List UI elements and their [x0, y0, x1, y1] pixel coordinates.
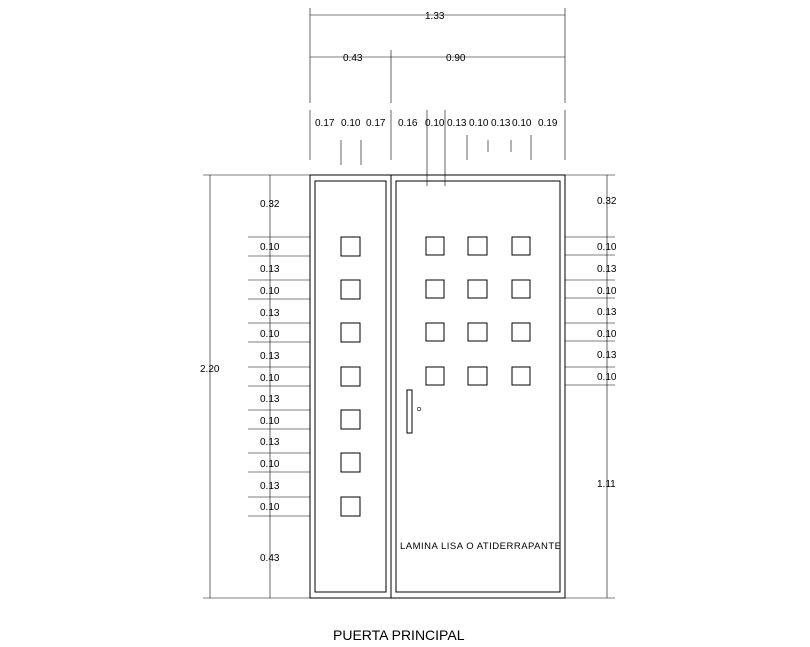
- dim-seg-4: 0.16: [398, 118, 418, 129]
- main-door-outer: [390, 174, 566, 599]
- dim-left-1: 0.32: [260, 199, 280, 210]
- window-square: [511, 322, 531, 342]
- drawing-title: PUERTA PRINCIPAL: [333, 627, 465, 643]
- window-square: [467, 322, 488, 342]
- window-square: [467, 366, 488, 386]
- door-handle: [406, 389, 422, 434]
- left-panel-windows: [340, 236, 361, 517]
- dim-seg-1: 0.17: [315, 118, 335, 129]
- main-door-windows: [425, 236, 531, 386]
- dim-left-7: 0.13: [260, 351, 280, 362]
- window-square: [340, 452, 361, 473]
- left-dimensions: 2.20 0.32 0.10 0.13 0.10 0.13 0.10 0.13 …: [200, 174, 310, 599]
- window-square: [340, 236, 361, 257]
- dim-seg-7: 0.10: [469, 118, 489, 129]
- dim-right-5: 0.13: [597, 307, 617, 318]
- dim-right-4: 0.10: [597, 286, 617, 297]
- handle-bar: [406, 389, 413, 434]
- dim-seg-2: 0.10: [341, 118, 361, 129]
- left-panel-inner: [314, 180, 387, 593]
- dim-seg-9: 0.10: [512, 118, 532, 129]
- main-door-inner: [395, 180, 561, 593]
- window-square: [425, 279, 445, 299]
- dim-right-1: 0.32: [597, 196, 617, 207]
- dim-right-9: 1.11: [597, 479, 616, 490]
- dim-right-8: 0.10: [597, 372, 617, 383]
- window-square: [340, 366, 361, 387]
- window-square: [425, 236, 445, 256]
- dim-seg-8: 0.13: [491, 118, 511, 129]
- dim-total-height: 2.20: [200, 364, 220, 375]
- window-square: [340, 496, 361, 517]
- dim-left-10: 0.10: [260, 416, 280, 427]
- dim-right-7: 0.13: [597, 350, 617, 361]
- dim-left-8: 0.10: [260, 373, 280, 384]
- window-square: [467, 279, 488, 299]
- top-dimensions: 1.33 0.43 0.90 0.17 0.10 0.17 0.16 0.10 …: [309, 8, 566, 186]
- window-square: [340, 322, 361, 343]
- dim-left-12: 0.10: [260, 459, 280, 470]
- dim-total-width: 1.33: [425, 11, 445, 22]
- right-dimensions: 0.32 0.10 0.13 0.10 0.13 0.10 0.13 0.10 …: [565, 174, 617, 599]
- dim-right-6: 0.10: [597, 329, 617, 340]
- dim-seg-6: 0.13: [447, 118, 467, 129]
- dim-left-5: 0.13: [260, 308, 280, 319]
- door-frames: [309, 174, 566, 599]
- window-square: [340, 279, 361, 300]
- dim-left-3: 0.13: [260, 264, 280, 275]
- dim-right-panel-width: 0.90: [446, 53, 466, 64]
- dim-left-panel-width: 0.43: [343, 53, 363, 64]
- dim-right-2: 0.10: [597, 242, 617, 253]
- window-square: [340, 409, 361, 430]
- dim-seg-10: 0.19: [538, 118, 558, 129]
- dim-seg-5: 0.10: [425, 118, 445, 129]
- window-square: [425, 366, 445, 386]
- dim-left-14: 0.10: [260, 502, 280, 513]
- dim-left-2: 0.10: [260, 242, 280, 253]
- dim-right-3: 0.13: [597, 264, 617, 275]
- window-square: [511, 236, 531, 256]
- dim-left-11: 0.13: [260, 437, 280, 448]
- dim-left-13: 0.13: [260, 481, 280, 492]
- dim-left-4: 0.10: [260, 286, 280, 297]
- window-square: [425, 322, 445, 342]
- dim-left-6: 0.10: [260, 329, 280, 340]
- window-square: [511, 279, 531, 299]
- window-square: [511, 366, 531, 386]
- lock-keyhole: [416, 406, 422, 412]
- dim-left-9: 0.13: [260, 394, 280, 405]
- dim-left-15: 0.43: [260, 553, 280, 564]
- window-square: [467, 236, 488, 256]
- dim-seg-3: 0.17: [366, 118, 386, 129]
- material-note: LAMINA LISA O ATIDERRAPANTE: [400, 541, 562, 552]
